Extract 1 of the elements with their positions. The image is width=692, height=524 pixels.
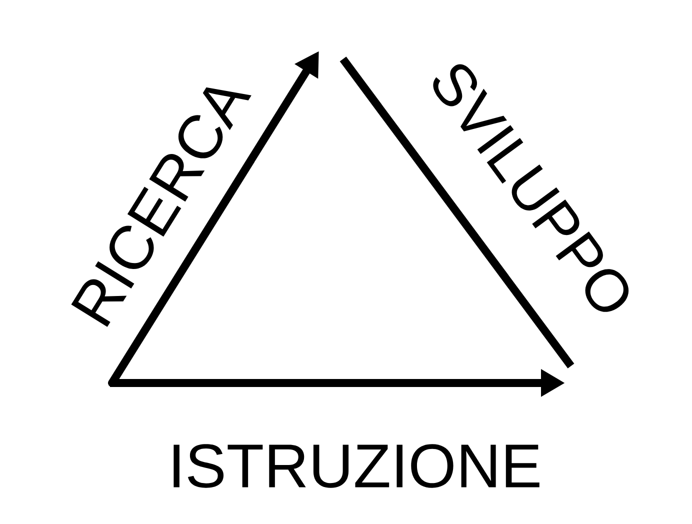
side-label: ISTRUZIONE [174,444,540,488]
